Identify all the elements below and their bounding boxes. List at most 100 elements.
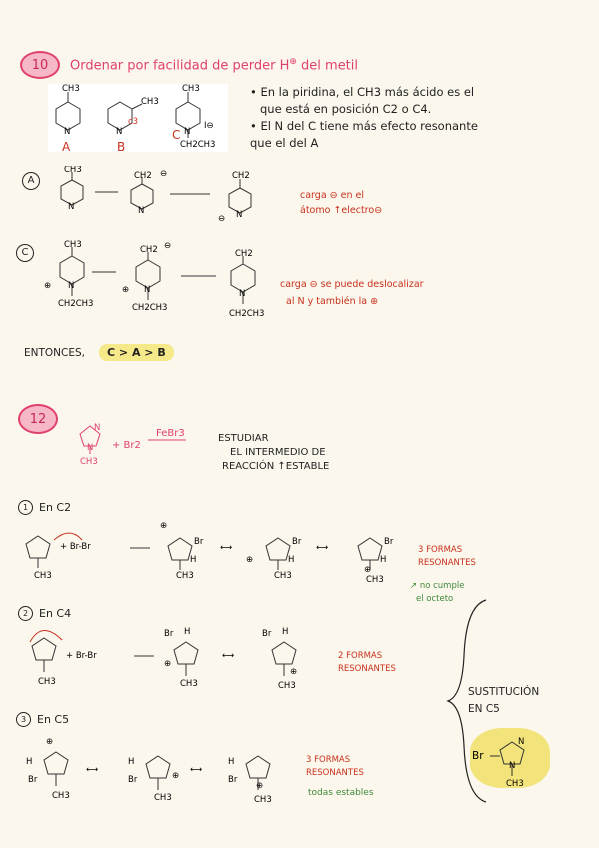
case-a-resonance: CH3 N CH2 N CH2 N ⊖ ⊖ bbox=[60, 166, 252, 224]
c5-note: 3 FORMAS RESONANTES bbox=[306, 755, 364, 778]
svg-text:CH3: CH3 bbox=[176, 571, 194, 581]
c5-heading: 3 En C5 bbox=[16, 712, 69, 727]
svg-text:CH3: CH3 bbox=[278, 681, 296, 691]
svg-text:CH3: CH3 bbox=[64, 240, 82, 250]
svg-text:CH2: CH2 bbox=[134, 171, 152, 181]
case-c-note: carga ⊖ se puede deslocalizar al N y tam… bbox=[280, 279, 424, 307]
svg-text:Br: Br bbox=[292, 537, 302, 547]
svg-text:⊕: ⊕ bbox=[256, 781, 263, 791]
svg-text:Br: Br bbox=[128, 775, 138, 785]
svg-text:H: H bbox=[380, 555, 386, 565]
svg-text:CH2CH3: CH2CH3 bbox=[229, 309, 264, 319]
svg-text:N: N bbox=[68, 281, 74, 291]
svg-text:N: N bbox=[64, 127, 70, 137]
svg-text:CH3: CH3 bbox=[62, 84, 80, 94]
svg-text:Br: Br bbox=[194, 537, 204, 547]
c2-mechanism: + Br-Br CH3 Br H ⊕ CH3 ⟷ Br H ⊕ CH3 ⟷ Br… bbox=[25, 521, 394, 585]
section-number-12: 12 bbox=[18, 404, 58, 434]
svg-text:CH3: CH3 bbox=[366, 575, 384, 585]
svg-text:N: N bbox=[94, 423, 100, 433]
product-highlight bbox=[470, 728, 550, 788]
svg-text:c3: c3 bbox=[128, 117, 138, 127]
c4-circle: 2 bbox=[18, 606, 33, 621]
svg-text:CH3: CH3 bbox=[64, 166, 82, 175]
compound-label-c: C bbox=[172, 128, 181, 142]
compound-label-b: B bbox=[117, 140, 126, 154]
svg-text:H: H bbox=[228, 757, 234, 767]
c2-warning: ↗ no cumple el octeto bbox=[410, 581, 465, 604]
svg-text:⟷: ⟷ bbox=[222, 651, 234, 661]
case-a-note: carga ⊖ en el átomo ↑electro⊖ bbox=[300, 190, 383, 216]
svg-text:H: H bbox=[190, 555, 196, 565]
svg-text:⊕: ⊕ bbox=[164, 659, 171, 669]
reagent: + Br2 bbox=[112, 440, 141, 451]
svg-text:Br: Br bbox=[28, 775, 38, 785]
svg-text:⊖: ⊖ bbox=[218, 214, 225, 224]
svg-text:⟷: ⟷ bbox=[190, 765, 202, 775]
svg-text:Br: Br bbox=[228, 775, 238, 785]
svg-text:CH2CH3: CH2CH3 bbox=[58, 299, 93, 309]
svg-text:N: N bbox=[518, 737, 524, 747]
svg-text:CH3: CH3 bbox=[34, 571, 52, 581]
c2-note: 3 FORMAS RESONANTES bbox=[418, 545, 476, 568]
svg-text:⊕: ⊕ bbox=[160, 521, 167, 531]
svg-text:+ Br-Br: + Br-Br bbox=[60, 542, 91, 552]
svg-text:N: N bbox=[87, 443, 93, 453]
study-note: ESTUDIAR EL INTERMEDIO DE REACCIÓN ↑ESTA… bbox=[218, 433, 330, 472]
svg-text:H: H bbox=[26, 757, 32, 767]
svg-text:⟷: ⟷ bbox=[316, 543, 328, 553]
svg-text:CH3: CH3 bbox=[38, 677, 56, 687]
svg-text:CH2CH3: CH2CH3 bbox=[180, 140, 215, 150]
case-a-marker: A bbox=[22, 172, 40, 190]
svg-text:N: N bbox=[138, 206, 144, 216]
svg-text:⊕: ⊕ bbox=[44, 281, 51, 291]
svg-text:CH3: CH3 bbox=[180, 679, 198, 689]
svg-text:CH2: CH2 bbox=[140, 245, 158, 255]
svg-text:⟷: ⟷ bbox=[220, 543, 232, 553]
svg-text:N: N bbox=[236, 210, 242, 220]
svg-text:⊕: ⊕ bbox=[246, 555, 253, 565]
imidazole-reactant: N N CH3 bbox=[79, 423, 186, 467]
svg-text:N: N bbox=[116, 127, 122, 137]
c5-stable: todas estables bbox=[308, 788, 374, 798]
c2-circle: 1 bbox=[18, 500, 33, 515]
svg-text:⊕: ⊕ bbox=[46, 737, 53, 747]
section10-title: Ordenar por facilidad de perder H⊕ del m… bbox=[70, 57, 359, 74]
svg-text:Br: Br bbox=[384, 537, 394, 547]
svg-text:⊖: ⊖ bbox=[160, 169, 167, 179]
svg-text:⊕: ⊕ bbox=[290, 667, 297, 677]
svg-text:H: H bbox=[128, 757, 134, 767]
case-c-marker: C bbox=[16, 244, 34, 262]
c5-mechanism: ⊕ H Br CH3 ⟷ H Br ⊕ CH3 ⟷ H Br ⊕ CH3 bbox=[26, 737, 272, 805]
svg-text:N: N bbox=[144, 285, 150, 295]
conclusion-brace bbox=[446, 599, 487, 803]
svg-text:N: N bbox=[509, 761, 515, 771]
c2-heading: 1 En C2 bbox=[18, 500, 71, 515]
svg-text:CH2: CH2 bbox=[232, 171, 250, 181]
section10-notes: • En la piridina, el CH3 más ácido es el… bbox=[250, 85, 478, 150]
conclusion: ENTONCES, C > A > B bbox=[24, 344, 174, 361]
product-structure: N Br N CH3 bbox=[472, 737, 525, 789]
svg-text:N: N bbox=[239, 289, 245, 299]
svg-text:+ Br-Br: + Br-Br bbox=[66, 651, 97, 661]
svg-text:I⊖: I⊖ bbox=[204, 121, 214, 131]
catalyst: FeBr3 bbox=[156, 428, 185, 439]
svg-text:CH3: CH3 bbox=[80, 457, 98, 467]
order-highlight: C > A > B bbox=[99, 344, 174, 361]
svg-text:CH3: CH3 bbox=[182, 84, 200, 94]
section-number-10: 10 bbox=[20, 51, 60, 79]
substitution-result: SUSTITUCIÓN EN C5 bbox=[468, 686, 540, 715]
svg-text:CH2: CH2 bbox=[235, 249, 253, 259]
c4-note: 2 FORMAS RESONANTES bbox=[338, 651, 396, 674]
compounds-box bbox=[48, 84, 228, 152]
svg-text:N: N bbox=[184, 127, 190, 137]
svg-text:N: N bbox=[68, 202, 74, 212]
compound-label-a: A bbox=[62, 140, 71, 154]
svg-text:⊖: ⊖ bbox=[164, 241, 171, 251]
svg-text:⊕: ⊕ bbox=[122, 285, 129, 295]
svg-text:⊕: ⊕ bbox=[364, 565, 371, 575]
svg-text:CH3: CH3 bbox=[154, 793, 172, 803]
svg-text:CH3: CH3 bbox=[254, 795, 272, 805]
svg-text:CH2CH3: CH2CH3 bbox=[132, 303, 167, 313]
svg-text:⊕: ⊕ bbox=[172, 771, 179, 781]
